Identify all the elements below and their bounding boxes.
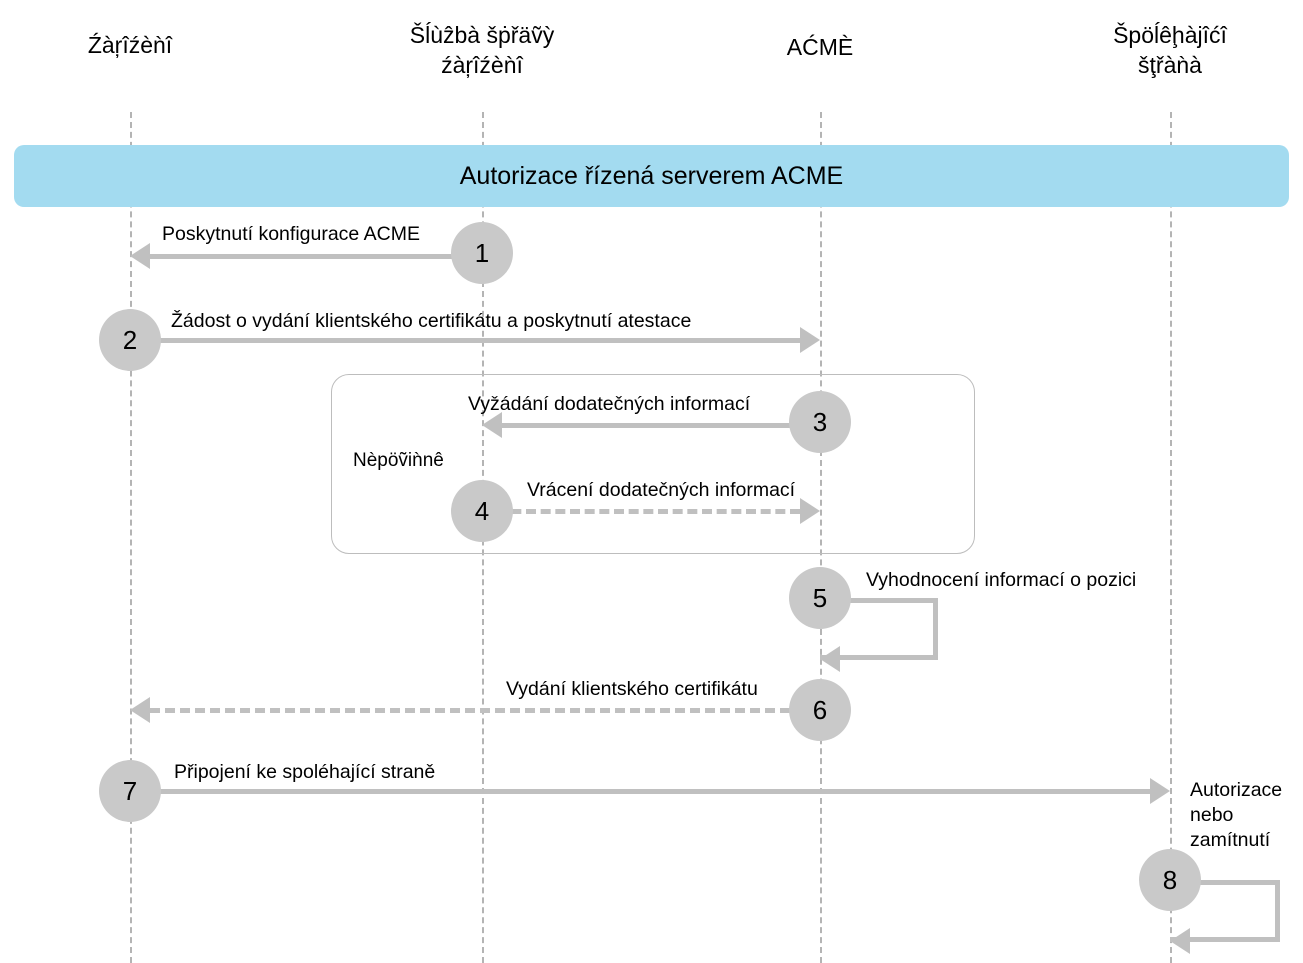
message-arrowhead-7 (1150, 778, 1170, 804)
step-badge-3[interactable]: 3 (789, 391, 851, 453)
optional-group-box (331, 374, 975, 554)
message-arrowhead-8 (1170, 928, 1190, 954)
phase-banner: Autorizace řízená serverem ACME (14, 145, 1289, 207)
message-label-7: Připojení ke spoléhající straně (174, 761, 436, 783)
actor-header-relying-party: Špöĺêḩàjîćî šţřàǹà (1113, 22, 1227, 78)
actor-header-device-management-service: Šĺùẑbà šṗřäṽỳ źàŗîźèǹî (409, 22, 555, 78)
message-arrowhead-6 (130, 697, 150, 723)
message-line-6 (150, 708, 820, 713)
step-badge-5[interactable]: 5 (789, 567, 851, 629)
step-badge-8[interactable]: 8 (1139, 849, 1201, 911)
message-line-3 (502, 423, 820, 428)
message-arrowhead-1 (130, 243, 150, 269)
actor-header-acme: AĆMÈ (786, 34, 854, 60)
lifeline-device (130, 112, 132, 963)
lifeline-relying-party (1170, 112, 1172, 963)
message-arrowhead-5 (820, 646, 840, 672)
message-line-1 (150, 254, 482, 259)
message-label-8: Autorizace nebo zamítnutí (1190, 779, 1283, 851)
step-badge-4[interactable]: 4 (451, 480, 513, 542)
message-label-3: Vyžádání dodatečných informací (468, 393, 751, 415)
message-arrowhead-4 (800, 498, 820, 524)
message-arrowhead-3 (482, 412, 502, 438)
step-badge-7[interactable]: 7 (99, 760, 161, 822)
lifeline-acme (820, 112, 822, 963)
message-line-2 (130, 338, 800, 343)
message-selfloop-5 (820, 598, 938, 660)
message-label-5: Vyhodnocení informací o pozici (866, 569, 1137, 591)
message-label-2: Žádost o vydání klientského certifikátu … (171, 310, 692, 332)
step-badge-1[interactable]: 1 (451, 222, 513, 284)
message-label-1: Poskytnutí konfigurace ACME (162, 223, 420, 245)
actor-header-device: Źàŗîźèǹî (87, 32, 173, 58)
step-badge-2[interactable]: 2 (99, 309, 161, 371)
message-label-4: Vrácení dodatečných informací (527, 479, 796, 501)
message-line-4 (482, 509, 800, 514)
message-label-6: Vydání klientského certifikátu (506, 678, 758, 700)
phase-banner-label: Autorizace řízená serverem ACME (459, 161, 844, 190)
message-line-7 (130, 789, 1150, 794)
optional-group-label: Nèpöṽiǹnê (353, 450, 444, 471)
message-arrowhead-2 (800, 327, 820, 353)
step-badge-6[interactable]: 6 (789, 679, 851, 741)
message-selfloop-8 (1170, 880, 1280, 942)
